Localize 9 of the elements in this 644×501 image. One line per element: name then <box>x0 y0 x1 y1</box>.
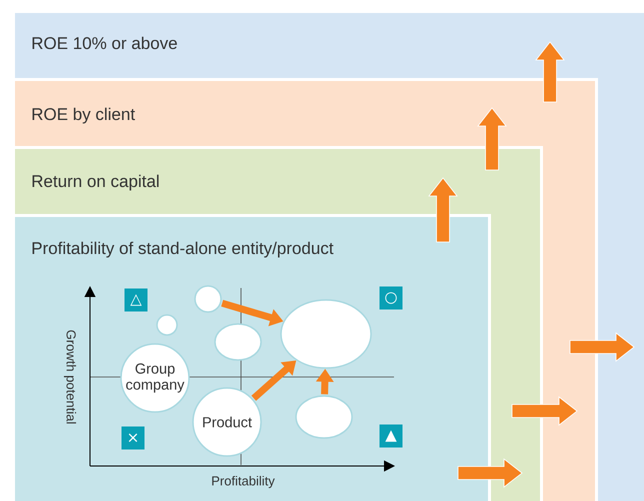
bubble <box>156 314 178 336</box>
bubble <box>295 395 353 439</box>
bubble <box>280 299 372 369</box>
bubble: Group company <box>120 343 190 413</box>
bubble <box>194 285 222 313</box>
axis-label: Growth potential <box>64 330 76 424</box>
axis-label: Profitability <box>212 476 275 488</box>
bubble <box>214 323 262 361</box>
bubble: Product <box>192 387 262 457</box>
